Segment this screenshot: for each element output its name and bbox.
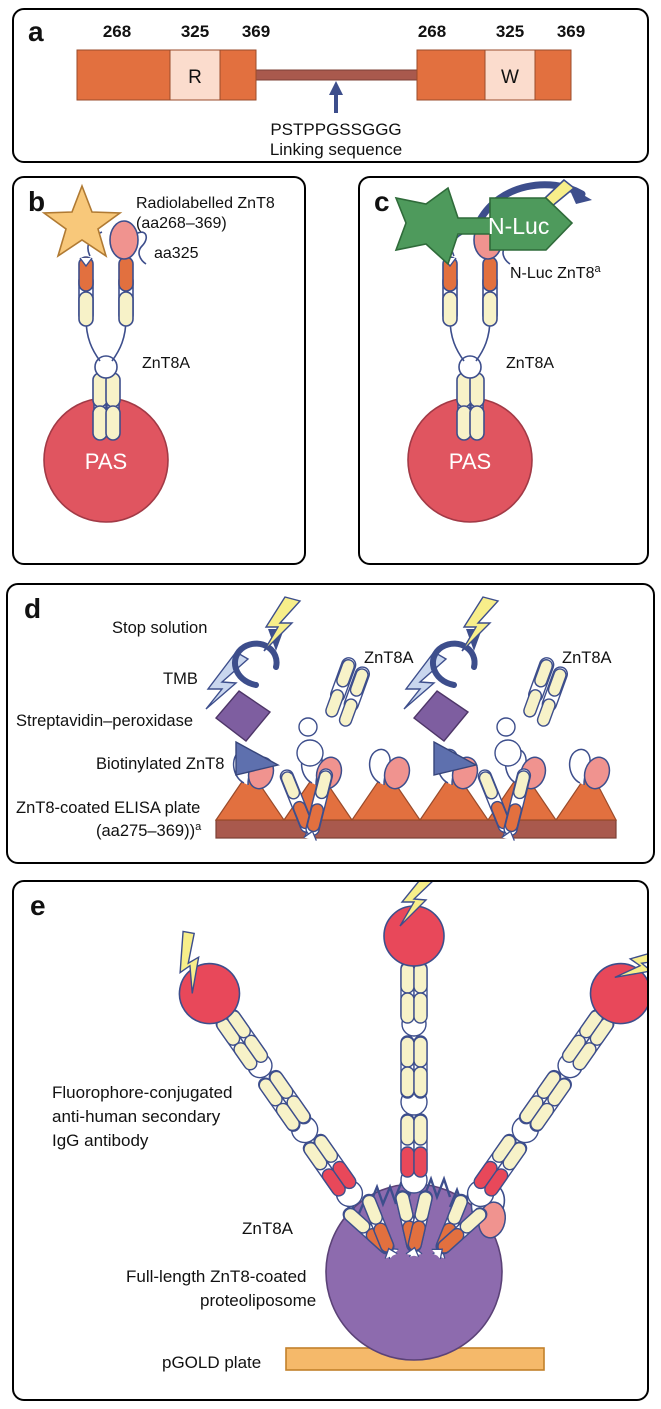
panel-c-diagram: PAS	[394, 178, 601, 523]
panel-c: c PAS	[358, 176, 649, 565]
antigen-label-line1: Radiolabelled ZnT8	[136, 195, 275, 212]
elisa-plate-sawtooth	[214, 768, 617, 821]
pas-bead-label: PAS	[449, 449, 491, 474]
antibody-stem	[92, 372, 121, 441]
panel-d-diagram: Stop solution TMB Streptavidin–peroxidas…	[16, 596, 617, 862]
liposome-label-line2: proteoliposome	[200, 1291, 316, 1310]
antibody-label-left: ZnT8A	[364, 649, 414, 667]
biotin-triangle-icon	[433, 740, 478, 776]
panel-c-letter: c	[374, 186, 390, 217]
right-variant-box	[484, 49, 536, 101]
secondary-label-line1: Fluorophore-conjugated	[52, 1083, 233, 1102]
left-domain-segment-1	[76, 49, 171, 101]
left-start-number: 268	[103, 22, 131, 41]
biotin-label: Biotinylated ZnT8	[96, 755, 224, 773]
left-domain-segment-2	[219, 49, 257, 101]
right-end-number: 369	[557, 22, 585, 41]
pas-bead-label: PAS	[85, 449, 127, 474]
linker-arrow-icon	[329, 81, 343, 113]
left-variant-box	[169, 49, 221, 101]
panel-a: a 268 325 369 268 325 369 R W PSTPPGSSGG…	[12, 8, 649, 163]
stop-solution-bolt-icon	[461, 596, 500, 652]
panel-e: e	[12, 880, 649, 1401]
secondary-label-line3: IgG antibody	[52, 1131, 149, 1150]
stop-solution-bolt-icon	[263, 596, 302, 652]
elisa-plate-label-line1: ZnT8-coated ELISA plate	[16, 799, 200, 817]
epitope-aa325	[109, 220, 139, 260]
linker-caption-text: Linking sequence	[270, 140, 402, 159]
antibody-hinge	[94, 355, 118, 379]
panel-a-diagram: 268 325 369 268 325 369 R W PSTPPGSSGGG …	[76, 22, 585, 159]
panel-a-letter: a	[28, 16, 44, 47]
panel-b-diagram: PAS	[41, 183, 275, 523]
pgold-plate-label: pGOLD plate	[162, 1353, 261, 1372]
panel-e-diagram: Fluorophore-conjugated anti-human second…	[52, 882, 647, 1372]
antibody-label-right: ZnT8A	[562, 649, 612, 667]
nluc-star-banner	[394, 186, 574, 266]
elisa-plate-base	[215, 819, 617, 839]
antibody-arms	[442, 256, 498, 362]
panel-d: d	[6, 583, 655, 864]
reaction-arrow-icon	[430, 640, 478, 688]
left-variant-number: 325	[181, 22, 209, 41]
streptavidin-label: Streptavidin–peroxidase	[16, 712, 193, 730]
streptavidin-diamond-icon	[214, 690, 272, 742]
linker-sequence-text: PSTPPGSSGGG	[270, 120, 401, 139]
tmb-label: TMB	[163, 670, 198, 688]
antibody-stem	[456, 372, 485, 441]
right-variant-number: 325	[496, 22, 524, 41]
radiolabelled-antigen-star	[41, 183, 123, 258]
antibody-label: ZnT8A	[142, 355, 190, 372]
right-domain-segment-2	[534, 49, 572, 101]
elisa-plate-label-line2: (aa275–369))a	[96, 821, 202, 840]
biotin-triangle-icon	[235, 740, 280, 776]
panel-e-letter: e	[30, 890, 46, 921]
panel-b-letter: b	[28, 186, 46, 217]
antigen-label-line2: (aa268–369)	[136, 215, 227, 232]
linker-bar	[253, 69, 420, 81]
antibody-hinge	[458, 355, 482, 379]
conjugate-left	[205, 596, 302, 776]
nluc-star-label: N-Luc	[488, 213, 549, 239]
nluc-antigen-label: N-Luc ZnT8a	[510, 263, 601, 282]
panel-b: b PAS	[12, 176, 306, 565]
right-start-number: 268	[418, 22, 446, 41]
secondary-label-line2: anti-human secondary	[52, 1107, 221, 1126]
panel-d-letter: d	[24, 593, 42, 624]
reaction-arrow-icon	[232, 640, 280, 688]
streptavidin-diamond-icon	[412, 690, 470, 742]
antibody-arms	[78, 256, 134, 362]
antibody-label: ZnT8A	[506, 355, 554, 372]
znt8a-label: ZnT8A	[242, 1219, 294, 1238]
conjugate-right	[403, 596, 500, 776]
right-variant-letter: W	[501, 67, 519, 88]
left-end-number: 369	[242, 22, 270, 41]
antibody-column-right	[412, 922, 647, 1273]
left-variant-letter: R	[188, 67, 202, 88]
stop-solution-label: Stop solution	[112, 619, 207, 637]
epitope-label: aa325	[154, 245, 199, 262]
liposome-label-line1: Full-length ZnT8-coated	[126, 1267, 306, 1286]
